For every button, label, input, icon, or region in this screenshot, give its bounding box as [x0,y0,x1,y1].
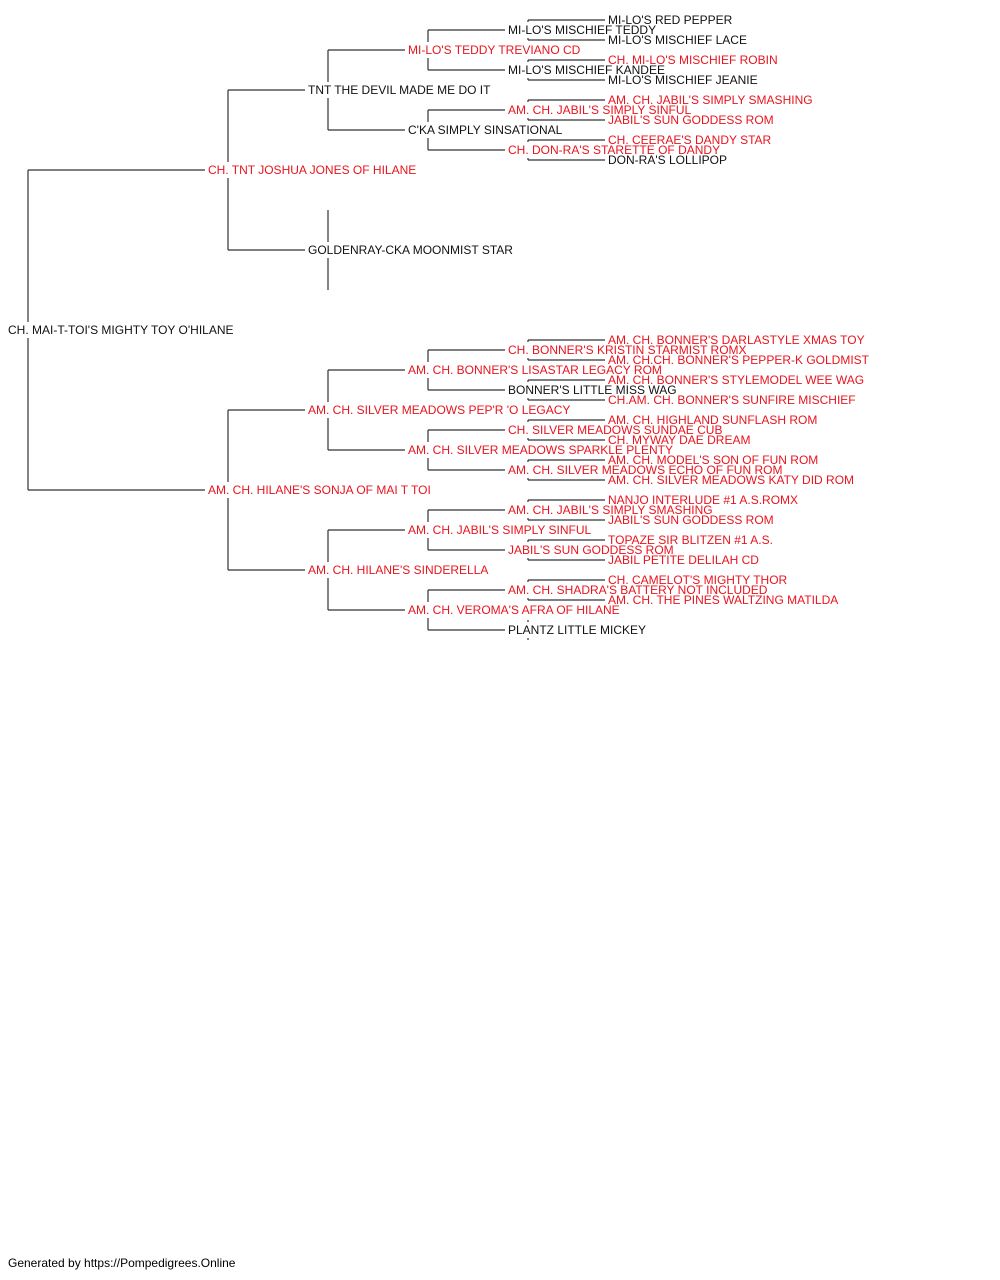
dog-name-root-dam-sire-sire-sire: CH. BONNER'S KRISTIN STARMIST ROMX [508,343,747,357]
dog-name-root-dam-dam-dam: AM. CH. VEROMA'S AFRA OF HILANE [408,603,620,617]
footer-credit: Generated by https://Pompedigrees.Online [8,1256,236,1270]
dog-name-root-dam-sire: AM. CH. SILVER MEADOWS PEP'R 'O LEGACY [308,403,570,417]
dog-name-root-dam-dam-sire-dam-sire: TOPAZE SIR BLITZEN #1 A.S. [608,533,773,547]
dog-name-root-sire-sire: TNT THE DEVIL MADE ME DO IT [308,83,491,97]
dog-name-root-sire-sire-sire-dam: MI-LO'S MISCHIEF KANDEE [508,63,665,77]
dog-name-root-sire-sire-sire-sire-dam: MI-LO'S MISCHIEF LACE [608,33,747,47]
dog-name-root-sire-sire-sire-sire: MI-LO'S MISCHIEF TEDDY [508,23,656,37]
dog-name-root-dam-dam-sire-dam-dam: JABIL PETITE DELILAH CD [608,553,759,567]
dog-name-root-dam-sire-dam-sire-dam: CH. MYWAY DAE DREAM [608,433,750,447]
dog-name-root-dam-sire-sire: AM. CH. BONNER'S LISASTAR LEGACY ROM [408,363,662,377]
dog-name-root-dam-dam-dam-sire: AM. CH. SHADRA'S BATTERY NOT INCLUDED [508,583,768,597]
dog-name-root-dam-sire-dam-sire: CH. SILVER MEADOWS SUNDAE CUB [508,423,722,437]
dog-name-root-sire-sire-dam-dam-sire: CH. CEERAE'S DANDY STAR [608,133,772,147]
dog-name-root-dam-dam-dam-sire-dam: AM. CH. THE PINES WALTZING MATILDA [608,593,838,607]
dog-name-root-dam-sire-sire-dam-sire: AM. CH. BONNER'S STYLEMODEL WEE WAG [608,373,864,387]
dog-name-root-dam-dam: AM. CH. HILANE'S SINDERELLA [308,563,488,577]
dog-name-root-dam-sire-dam: AM. CH. SILVER MEADOWS SPARKLE PLENTY [408,443,673,457]
dog-name-root-sire-sire-sire: MI-LO'S TEDDY TREVIANO CD [408,43,581,57]
dog-name-root-dam-dam-sire-dam: JABIL'S SUN GODDESS ROM [508,543,674,557]
dog-name-root-sire-sire-sire-dam-sire: CH. MI-LO'S MISCHIEF ROBIN [608,53,778,67]
dog-name-root-dam: AM. CH. HILANE'S SONJA OF MAI T TOI [208,483,431,497]
dog-name-root-dam-dam-sire-sire-dam: JABIL'S SUN GODDESS ROM [608,513,774,527]
dog-name-root-dam-dam-sire: AM. CH. JABIL'S SIMPLY SINFUL [408,523,592,537]
dog-name-root-dam-sire-sire-dam-dam: CH.AM. CH. BONNER'S SUNFIRE MISCHIEF [608,393,856,407]
dog-name-root-dam-sire-dam-dam-sire: AM. CH. MODEL'S SON OF FUN ROM [608,453,818,467]
pedigree-tree: CH. MAI-T-TOI'S MIGHTY TOY O'HILANE CH. T… [8,13,870,640]
dog-name-root-sire-sire-dam: C'KA SIMPLY SINSATIONAL [408,123,563,137]
dog-name-root-sire-dam: GOLDENRAY-CKA MOONMIST STAR [308,243,513,257]
dog-name-root-dam-dam-sire-sire-sire: NANJO INTERLUDE #1 A.S.ROMX [608,493,798,507]
dog-name-root-sire-sire-dam-sire-sire: AM. CH. JABIL'S SIMPLY SMASHING [608,93,813,107]
dog-name-root-dam-sire-dam-dam: AM. CH. SILVER MEADOWS ECHO OF FUN ROM [508,463,782,477]
dog-name-root-sire-sire-dam-dam: CH. DON-RA'S STARETTE OF DANDY [508,143,720,157]
dog-name-root-dam-sire-sire-sire-sire: AM. CH. BONNER'S DARLASTYLE XMAS TOY [608,333,865,347]
dog-name-root-dam-dam-dam-sire-sire: CH. CAMELOT'S MIGHTY THOR [608,573,788,587]
dog-name-root-sire: CH. TNT JOSHUA JONES OF HILANE [208,163,416,177]
dog-name-root-dam-dam-dam-dam: PLANTZ LITTLE MICKEY [508,623,646,637]
dog-name-root-dam-sire-sire-dam: BONNER'S LITTLE MISS WAG [508,383,677,397]
dog-name-root-dam-sire-dam-dam-dam: AM. CH. SILVER MEADOWS KATY DID ROM [608,473,854,487]
dog-name-root-sire-sire-dam-sire: AM. CH. JABIL'S SIMPLY SINFUL [508,103,692,117]
dog-name-root-sire-sire-sire-dam-dam: MI-LO'S MISCHIEF JEANIE [608,73,758,87]
dog-name-root-sire-sire-dam-dam-dam: DON-RA'S LOLLIPOP [608,153,727,167]
dog-name-root-dam-sire-dam-sire-sire: AM. CH. HIGHLAND SUNFLASH ROM [608,413,817,427]
dog-name-root-dam-dam-sire-sire: AM. CH. JABIL'S SIMPLY SMASHING [508,503,713,517]
dog-name-root: CH. MAI-T-TOI'S MIGHTY TOY O'HILANE [8,323,234,337]
dog-name-root-dam-sire-sire-sire-dam: AM. CH.CH. BONNER'S PEPPER-K GOLDMIST [608,353,870,367]
dog-name-root-sire-sire-sire-sire-sire: MI-LO'S RED PEPPER [608,13,733,27]
dog-name-root-sire-sire-dam-sire-dam: JABIL'S SUN GODDESS ROM [608,113,774,127]
